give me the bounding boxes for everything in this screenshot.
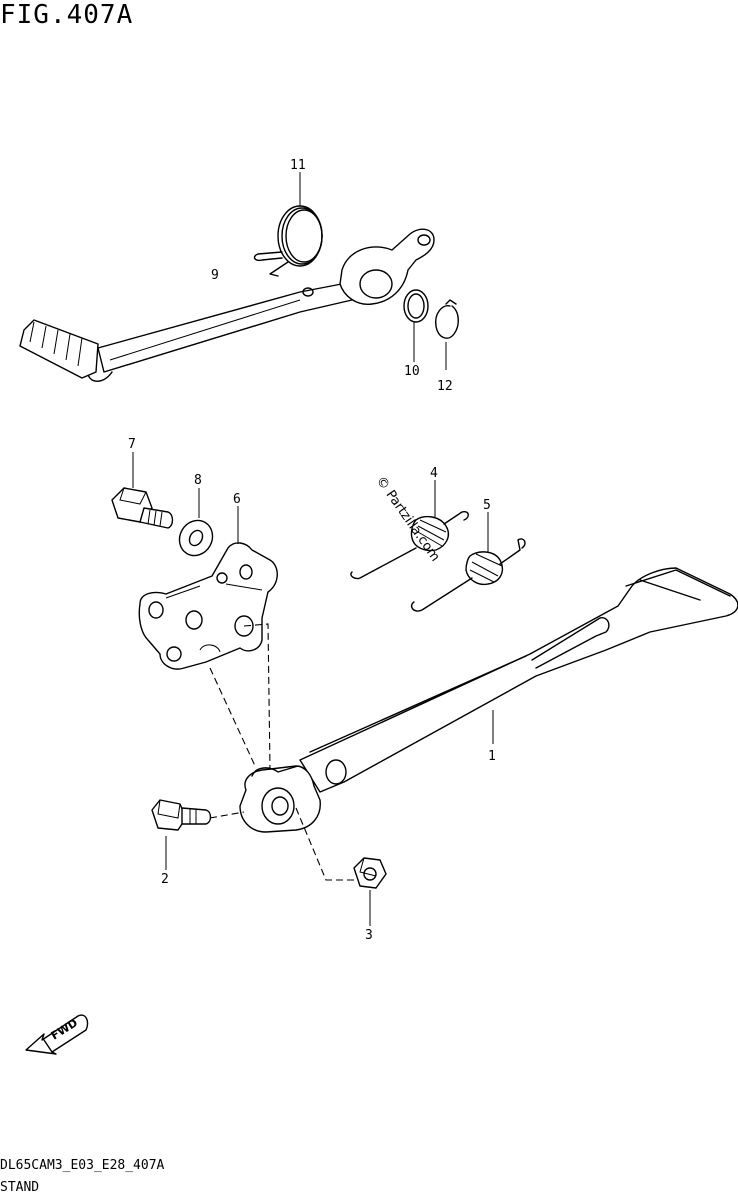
- callout-5: 5: [483, 498, 491, 513]
- callout-7: 7: [128, 437, 136, 452]
- bolt-2[interactable]: [151, 799, 212, 831]
- callout-6: 6: [233, 492, 241, 507]
- figure-title: FIG.407A: [0, 0, 134, 30]
- spring-4[interactable]: [350, 510, 469, 580]
- callout-4: 4: [430, 466, 438, 481]
- spring-11[interactable]: [253, 205, 323, 277]
- assembly-lines: [209, 623, 354, 881]
- leader-lines: [132, 172, 494, 926]
- callout-2: 2: [161, 872, 169, 887]
- nut-3[interactable]: [353, 857, 387, 889]
- callout-1: 1: [488, 749, 496, 764]
- spring-5[interactable]: [410, 538, 526, 612]
- washer-8[interactable]: [173, 514, 219, 561]
- stand-1[interactable]: [239, 567, 738, 833]
- bracket-6[interactable]: [138, 542, 278, 670]
- callout-labels: 1 2 3 4 5 6 7 8 9 10 11 12: [128, 158, 496, 943]
- lever-9[interactable]: [19, 228, 435, 382]
- ring-10[interactable]: [403, 289, 429, 323]
- callout-11: 11: [290, 158, 306, 173]
- circlip-12[interactable]: [435, 299, 459, 339]
- fwd-arrow-icon: FWD: [25, 1014, 89, 1055]
- callout-8: 8: [194, 473, 202, 488]
- callout-3: 3: [365, 928, 373, 943]
- figure-name: STAND: [0, 1180, 40, 1195]
- callout-12: 12: [437, 379, 453, 394]
- watermark-text: © Partzilla.com: [373, 474, 443, 565]
- callout-10: 10: [404, 364, 420, 379]
- callout-9: 9: [211, 268, 219, 283]
- bolt-7[interactable]: [111, 487, 174, 529]
- figure-code: DL65CAM3_E03_E28_407A: [0, 1158, 165, 1173]
